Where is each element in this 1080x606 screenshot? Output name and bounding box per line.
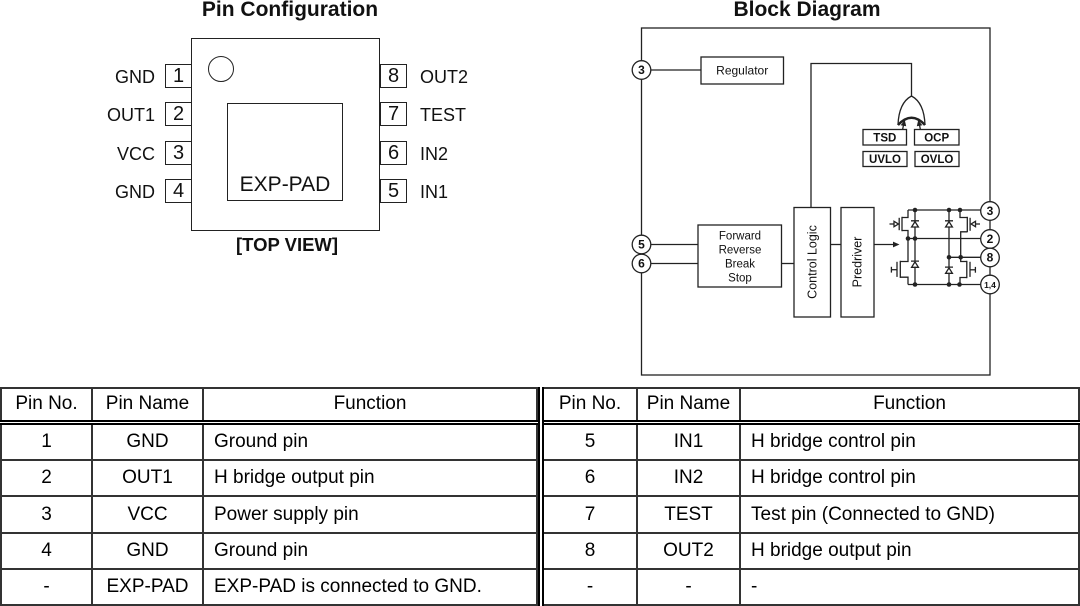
- svg-text:3: 3: [987, 204, 994, 218]
- svg-text:OCP: OCP: [924, 133, 949, 145]
- svg-text:1,4: 1,4: [984, 280, 996, 290]
- svg-text:3: 3: [638, 63, 645, 77]
- svg-text:6: 6: [638, 257, 645, 271]
- svg-text:Stop: Stop: [728, 273, 752, 285]
- svg-text:Control Logic: Control Logic: [806, 225, 820, 299]
- svg-text:Forward: Forward: [719, 231, 761, 243]
- svg-text:UVLO: UVLO: [869, 154, 901, 166]
- svg-text:8: 8: [987, 251, 994, 265]
- svg-text:TSD: TSD: [873, 133, 896, 145]
- svg-text:Predriver: Predriver: [851, 237, 865, 288]
- svg-text:Reverse: Reverse: [719, 245, 762, 257]
- svg-text:Break: Break: [725, 259, 755, 271]
- svg-text:OVLO: OVLO: [921, 154, 954, 166]
- svg-text:2: 2: [987, 232, 994, 246]
- svg-text:Regulator: Regulator: [716, 64, 768, 78]
- svg-text:5: 5: [638, 238, 645, 252]
